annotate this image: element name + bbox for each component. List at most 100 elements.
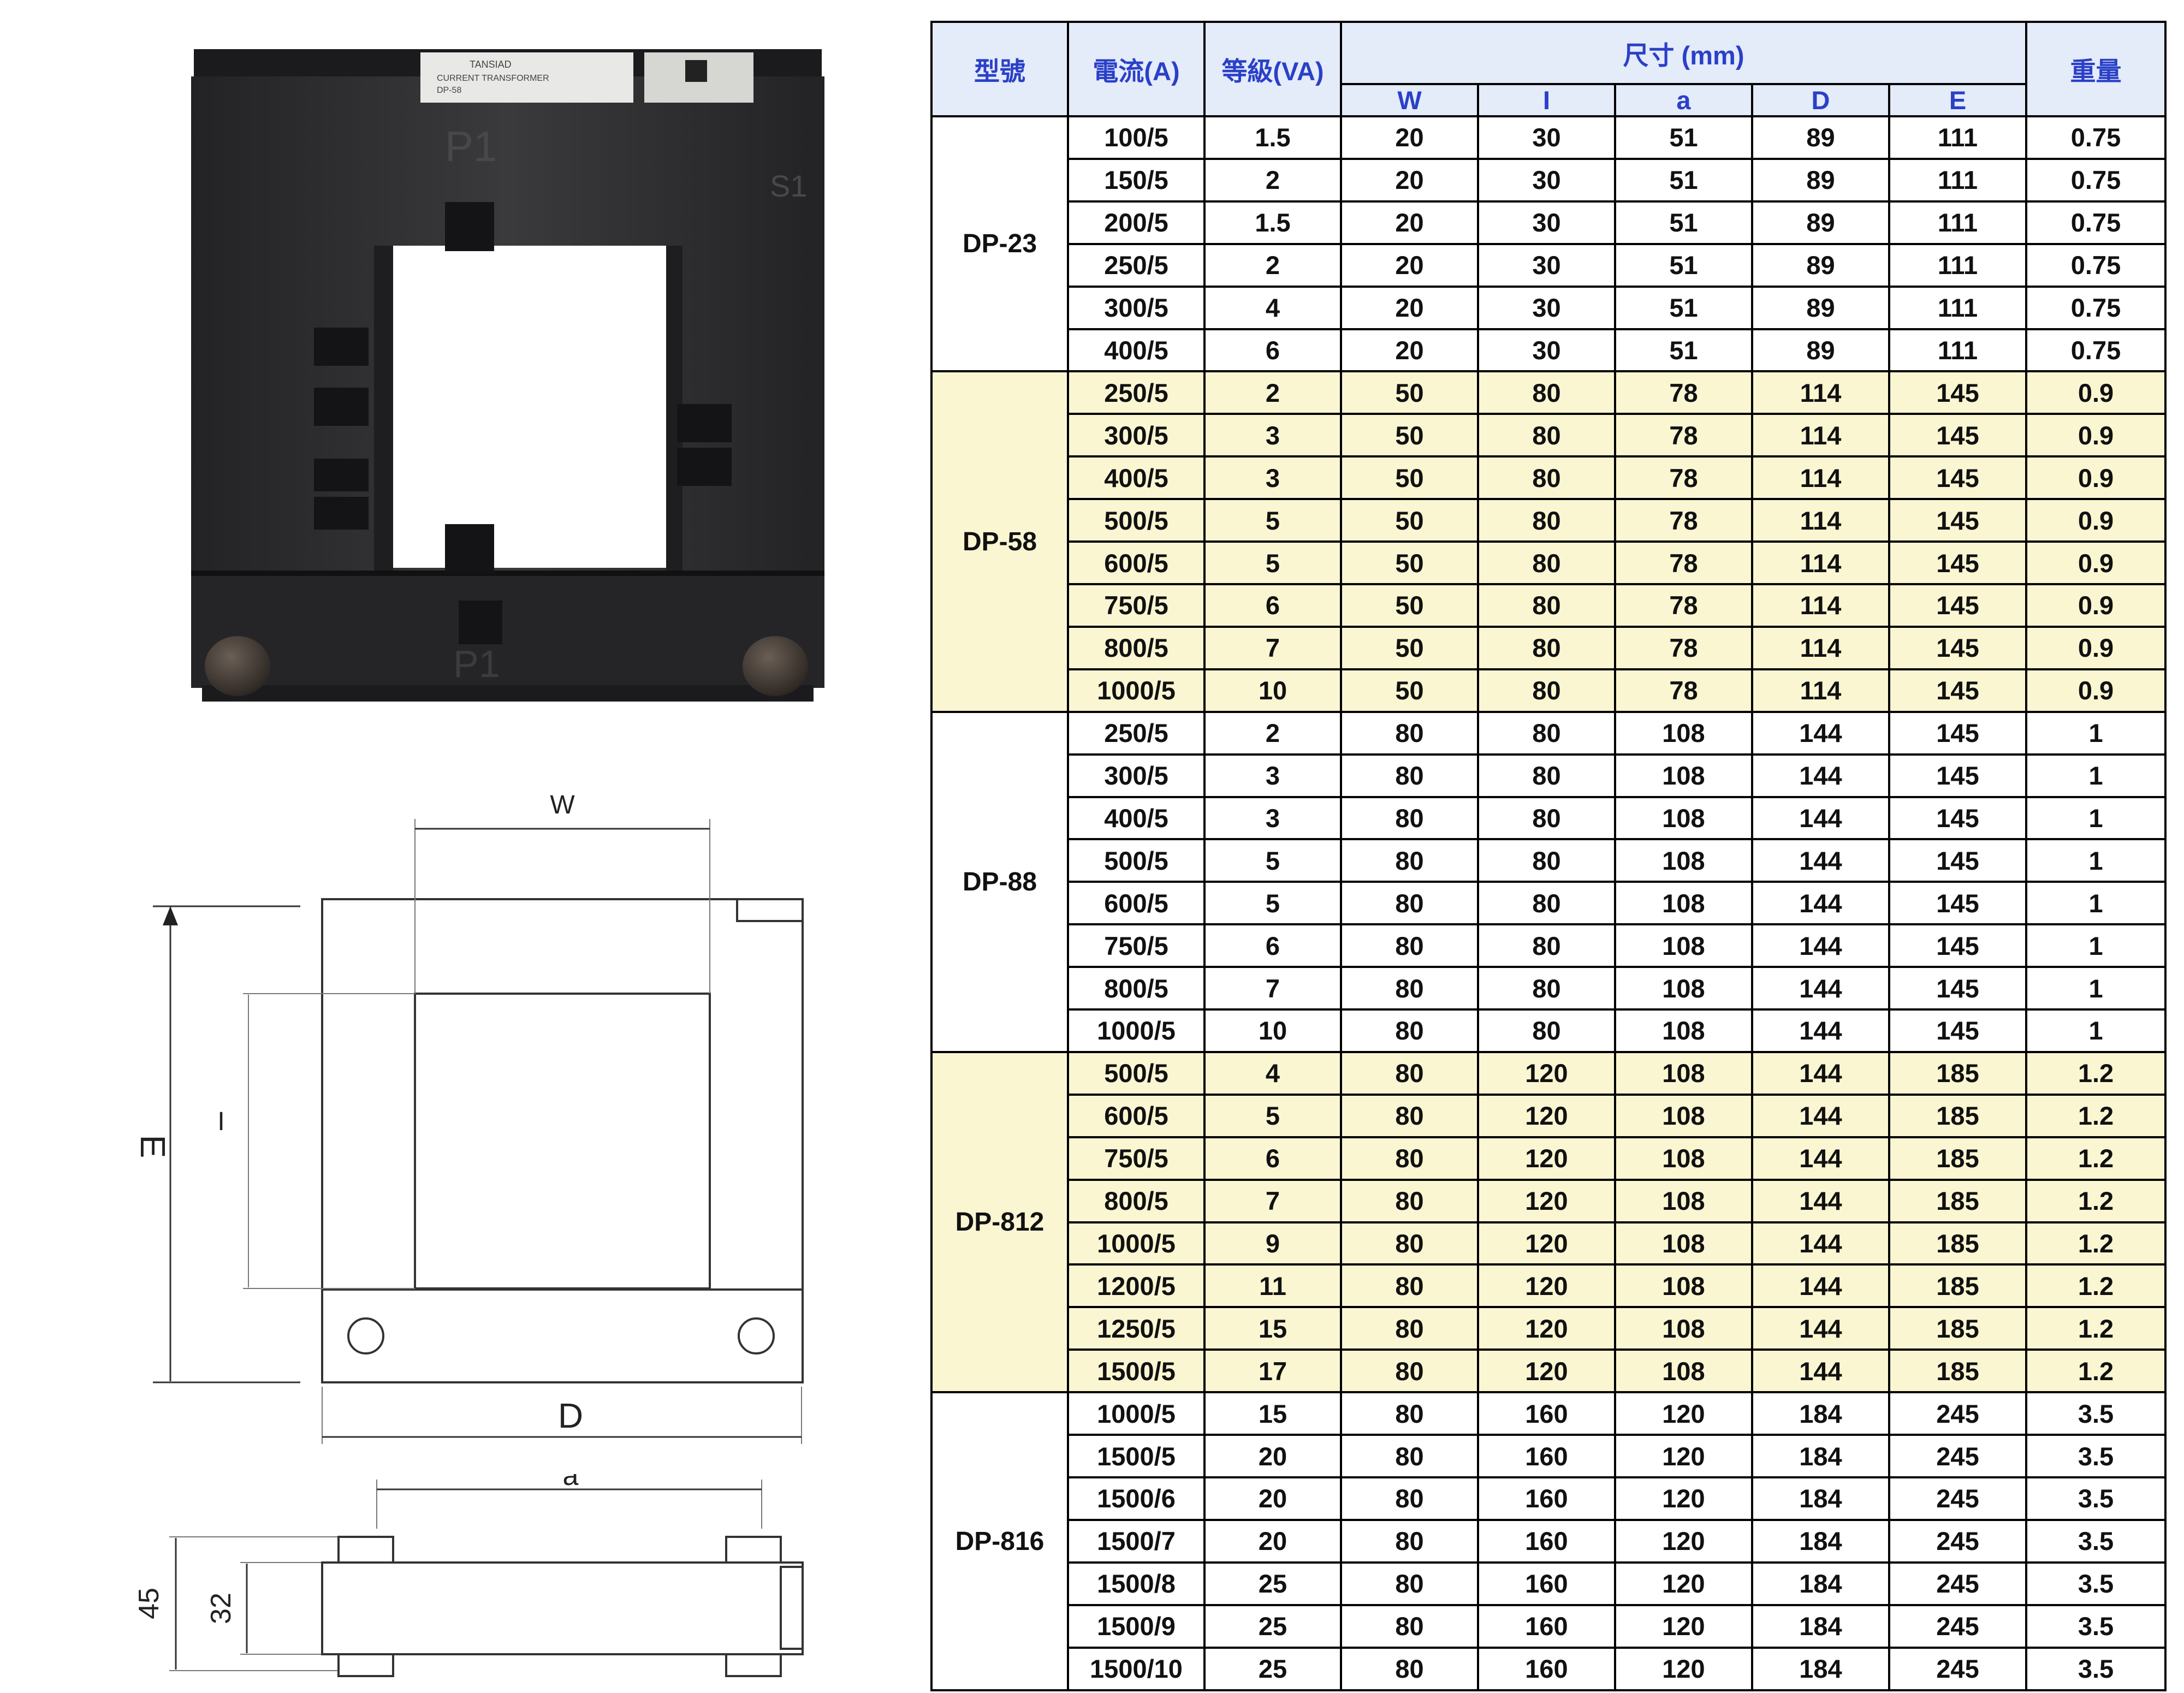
dim-i-cell: 120 [1477, 1221, 1616, 1266]
dim-d-cell: 184 [1751, 1434, 1890, 1478]
dim-w-cell: 80 [1340, 1561, 1479, 1606]
current-cell: 1000/5 [1067, 1391, 1206, 1436]
dim-a-cell: 108 [1614, 1349, 1753, 1394]
weight-cell: 0.75 [2025, 285, 2167, 330]
dim-a-cell: 78 [1614, 625, 1753, 670]
dim-a-cell: 120 [1614, 1391, 1753, 1436]
current-cell: 500/5 [1067, 1050, 1206, 1096]
dim-d-cell: 144 [1751, 881, 1890, 926]
dim-a-cell: 108 [1614, 1050, 1753, 1096]
grade-cell: 5 [1203, 540, 1342, 585]
product-photo: TANSIAD CURRENT TRANSFORMER DP-58 P1 S1 … [191, 49, 824, 702]
dim-i-cell: 80 [1477, 583, 1616, 628]
weight-cell: 1.2 [2025, 1136, 2167, 1181]
dim-i-cell: 80 [1477, 625, 1616, 670]
grade-cell: 5 [1203, 838, 1342, 883]
dim-d-cell: 114 [1751, 455, 1890, 501]
grade-cell: 11 [1203, 1263, 1342, 1309]
weight-cell: 0.75 [2025, 157, 2167, 203]
spec-table: 型號 電流(A) 等級(VA) 尺寸 (mm) 重量 W I a D E DP-… [930, 21, 2167, 1692]
grade-cell: 2 [1203, 242, 1342, 288]
dim-e-cell: 185 [1888, 1221, 2028, 1266]
weight-cell: 1.2 [2025, 1306, 2167, 1351]
dim-d-cell: 184 [1751, 1603, 1890, 1649]
grade-cell: 7 [1203, 1178, 1342, 1223]
weight-cell: 1.2 [2025, 1178, 2167, 1223]
transformer-body [191, 49, 824, 702]
dim-w-cell: 80 [1340, 1349, 1479, 1394]
weight-cell: 1.2 [2025, 1093, 2167, 1138]
dim-w-cell: 20 [1340, 115, 1479, 160]
dim-d-cell: 89 [1751, 242, 1890, 288]
dim-e-cell: 245 [1888, 1434, 2028, 1478]
grade-cell: 5 [1203, 1093, 1342, 1138]
dim-e-cell: 145 [1888, 668, 2028, 713]
dim-a-cell: 78 [1614, 498, 1753, 543]
dim-d-cell: 184 [1751, 1476, 1890, 1521]
grade-cell: 2 [1203, 370, 1342, 415]
dim-d-cell: 184 [1751, 1391, 1890, 1436]
dim-e-cell: 111 [1888, 157, 2028, 203]
weight-cell: 0.9 [2025, 668, 2167, 713]
current-cell: 1500/7 [1067, 1518, 1206, 1564]
dim-w-cell: 50 [1340, 498, 1479, 543]
current-cell: 600/5 [1067, 1093, 1206, 1138]
grade-cell: 3 [1203, 795, 1342, 841]
dim-i-cell: 80 [1477, 795, 1616, 841]
header-dim-i: I [1477, 83, 1616, 117]
dim-e-cell: 111 [1888, 115, 2028, 160]
grade-cell: 6 [1203, 923, 1342, 969]
dim-e-cell: 185 [1888, 1050, 2028, 1096]
current-cell: 250/5 [1067, 370, 1206, 415]
dim-e-cell: 111 [1888, 242, 2028, 288]
grade-cell: 1.5 [1203, 200, 1342, 245]
dim-w-cell: 20 [1340, 328, 1479, 373]
grade-cell: 5 [1203, 881, 1342, 926]
weight-cell: 0.75 [2025, 115, 2167, 160]
weight-cell: 1 [2025, 1008, 2167, 1053]
dim-i-cell: 80 [1477, 540, 1616, 585]
current-cell: 800/5 [1067, 1178, 1206, 1223]
dim-w-cell: 80 [1340, 1306, 1479, 1351]
current-cell: 750/5 [1067, 923, 1206, 969]
dim-a-cell: 108 [1614, 1306, 1753, 1351]
current-cell: 100/5 [1067, 115, 1206, 160]
dim-w-cell: 80 [1340, 753, 1479, 798]
dim-w-cell: 80 [1340, 1603, 1479, 1649]
dim-d-cell: 144 [1751, 1263, 1890, 1309]
dim-i-cell: 160 [1477, 1646, 1616, 1692]
dim-e-cell: 145 [1888, 710, 2028, 756]
weight-cell: 0.75 [2025, 200, 2167, 245]
dim-i-cell: 120 [1477, 1093, 1616, 1138]
dim-w-cell: 80 [1340, 1391, 1479, 1436]
dim-a-cell: 108 [1614, 881, 1753, 926]
dim-w-cell: 50 [1340, 668, 1479, 713]
dim-d-cell: 89 [1751, 157, 1890, 203]
dim-e-cell: 145 [1888, 540, 2028, 585]
dim-w-cell: 80 [1340, 1434, 1479, 1478]
dim-a-cell: 108 [1614, 1221, 1753, 1266]
weight-cell: 1 [2025, 923, 2167, 969]
dim-e-cell: 145 [1888, 370, 2028, 415]
weight-cell: 0.9 [2025, 583, 2167, 628]
grade-cell: 10 [1203, 668, 1342, 713]
dim-d-cell: 184 [1751, 1646, 1890, 1692]
dim-w-cell: 50 [1340, 455, 1479, 501]
dim-a-cell: 108 [1614, 966, 1753, 1011]
dim-w-cell: 80 [1340, 1221, 1479, 1266]
weight-cell: 1 [2025, 753, 2167, 798]
current-cell: 400/5 [1067, 795, 1206, 841]
dim-d-cell: 114 [1751, 625, 1890, 670]
mount-hole-right [738, 1317, 775, 1355]
dim-d-cell: 144 [1751, 1306, 1890, 1351]
